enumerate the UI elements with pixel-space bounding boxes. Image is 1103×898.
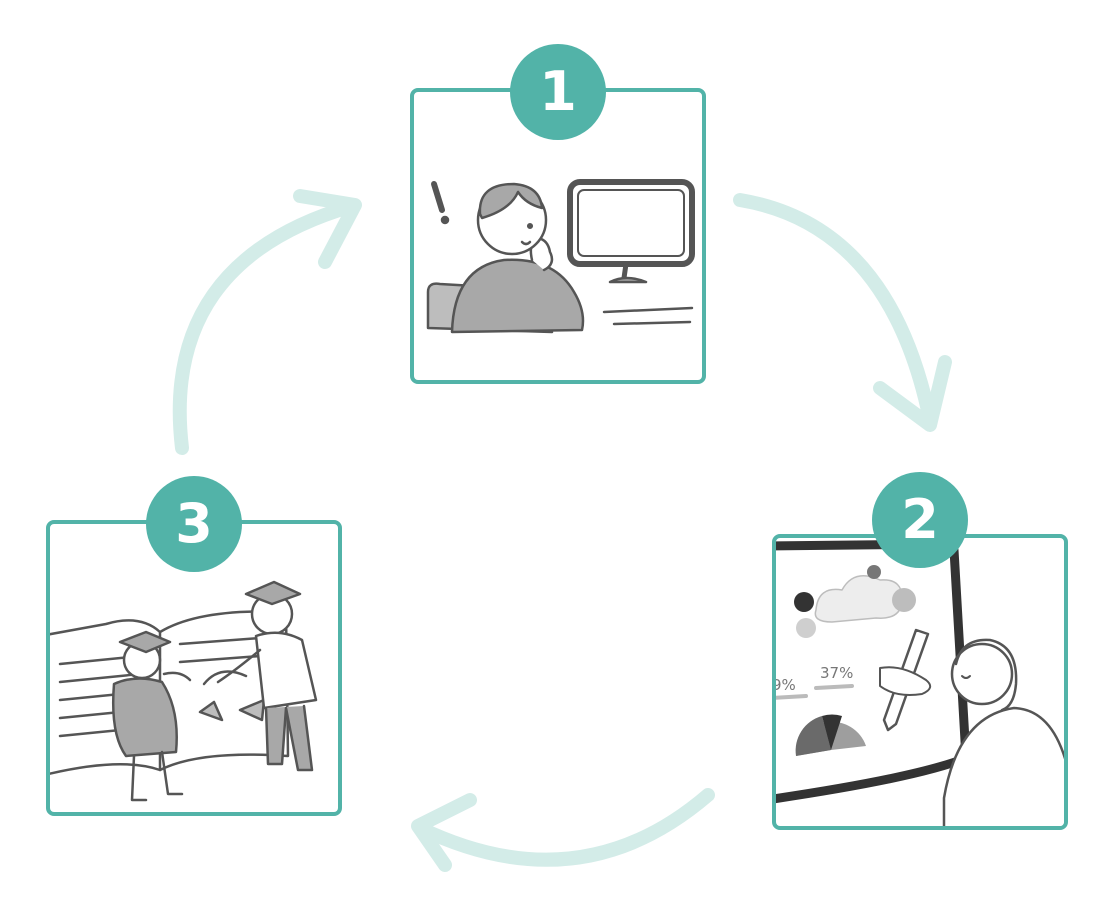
arrow-2-to-3 [413, 788, 715, 867]
arrowhead-1-to-2 [873, 355, 952, 432]
person-at-computer-illustration [426, 179, 695, 334]
step-2-badge: 2 [872, 472, 968, 568]
arrowhead-3-to-1 [293, 189, 362, 269]
step-2-card: 9% 37% [772, 534, 1068, 830]
tablet-stat-left: 9% [776, 676, 796, 694]
arrow-1-to-2 [733, 193, 937, 427]
arrow-3-to-1 [172, 199, 359, 455]
person-with-tablet-illustration: 9% 37% [776, 539, 1064, 826]
tablet-stat-right: 37% [820, 664, 853, 682]
graduates-with-book-illustration [50, 580, 318, 802]
step-1-card [410, 88, 706, 384]
arrowhead-2-to-3 [411, 793, 477, 872]
step-3-badge: 3 [146, 476, 242, 572]
step-1-badge: 1 [510, 44, 606, 140]
